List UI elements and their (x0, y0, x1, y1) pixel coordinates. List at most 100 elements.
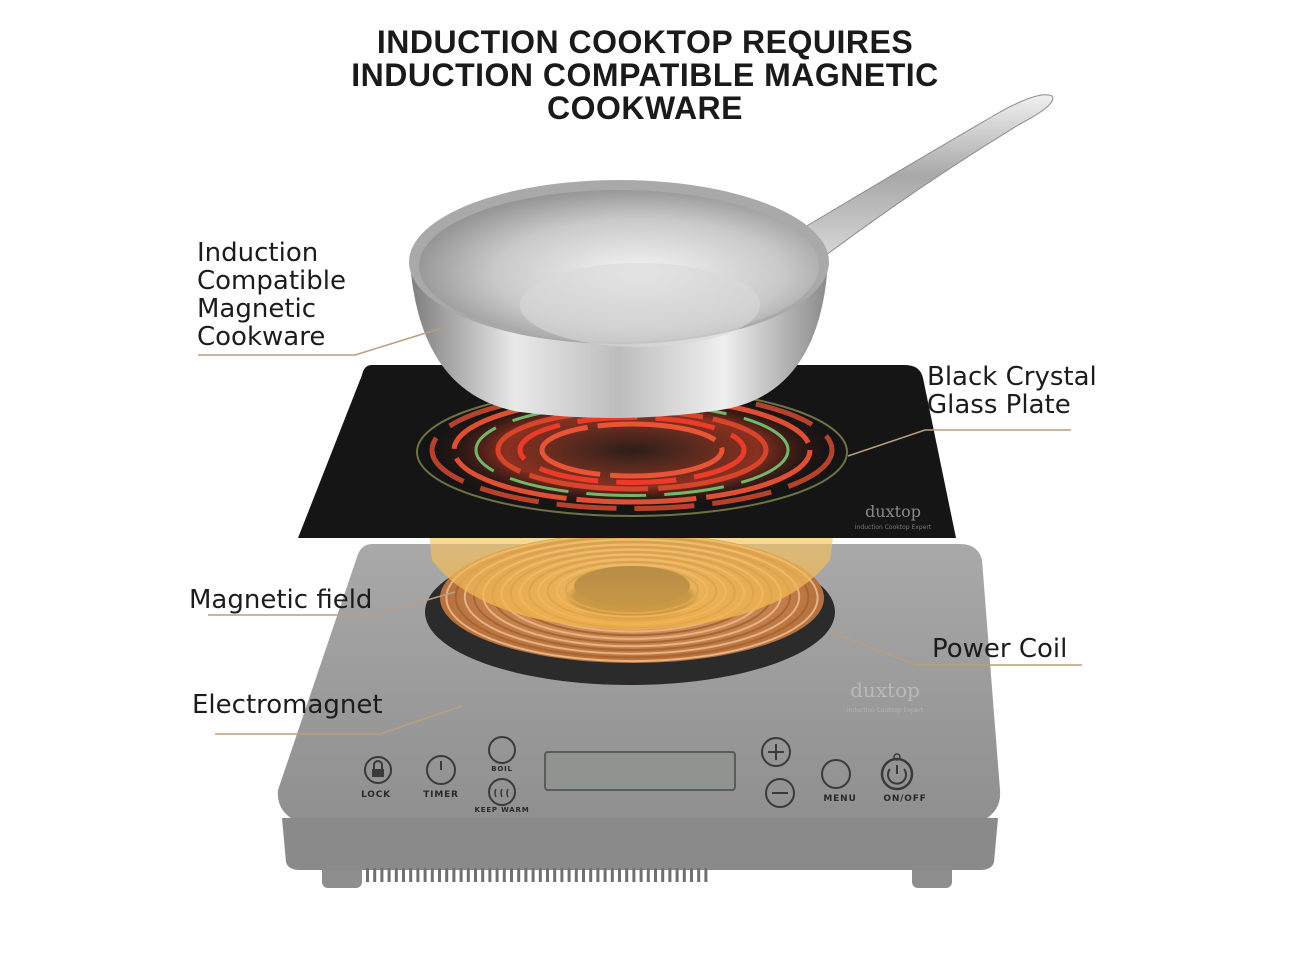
base-logo: duxtop (850, 678, 920, 702)
vent-slot (697, 868, 701, 882)
control-panel: LOCK TIMER BOIL KEEP WARM (361, 736, 927, 814)
plus-icon (761, 737, 791, 767)
vent-slot (682, 868, 686, 882)
vent-slot (524, 868, 528, 882)
cookware-label-line: Induction (197, 238, 319, 268)
vent-slot (416, 868, 420, 882)
glass-plate: duxtop Induction Cooktop Expert (298, 365, 956, 538)
cookware-label: Induction Compatible Magnetic Cookware (197, 239, 346, 351)
cookware-label-line: Magnetic (197, 294, 317, 324)
base-front-edge (282, 818, 998, 870)
pan-bottom (520, 263, 760, 347)
boil-label: BOIL (491, 765, 513, 773)
vent-slot (394, 868, 398, 882)
power-button[interactable]: ON/OFF (880, 753, 927, 804)
power-coil-label: Power Coil (932, 634, 1068, 664)
title-line: INDUCTION COMPATIBLE MAGNETIC (351, 57, 939, 93)
title-line: INDUCTION COOKTOP REQUIRES (376, 24, 914, 60)
vent-slot (668, 868, 672, 882)
vent-slots (366, 868, 708, 882)
vent-slot (574, 868, 578, 882)
vent-slot (646, 868, 650, 882)
timer-icon (426, 755, 456, 785)
vent-slot (531, 868, 535, 882)
cookware-label-line: Cookware (197, 322, 326, 352)
vent-slot (546, 868, 549, 882)
plus-icon-glyph (768, 744, 784, 760)
magnetic-field-leader (208, 591, 456, 616)
lock-icon-shackle (373, 760, 383, 769)
menu-button[interactable]: MENU (821, 759, 857, 804)
lock-button[interactable]: LOCK (361, 756, 392, 800)
vent-slot (596, 868, 600, 882)
vent-slot (409, 868, 413, 882)
vent-slot (704, 868, 708, 882)
minus-button[interactable] (765, 778, 795, 808)
vent-slot (567, 868, 571, 882)
cookware-leader (198, 327, 443, 356)
magnetic-field-label: Magnetic field (189, 585, 373, 615)
vent-slot (459, 868, 463, 882)
vent-slot (589, 868, 593, 882)
vent-slot (502, 868, 506, 882)
lock-label: LOCK (361, 790, 391, 800)
boil-icon (488, 736, 516, 764)
vent-slot (639, 868, 643, 882)
vent-slot (610, 868, 614, 882)
boil-button[interactable]: BOIL (488, 736, 516, 773)
glass-plate-label: Black Crystal Glass Plate (927, 363, 1097, 419)
vent-slot (675, 868, 679, 882)
base-tagline: Induction Cooktop Expert (847, 707, 924, 714)
vent-slot (618, 868, 621, 882)
vent-slot (380, 868, 384, 882)
vent-slot (430, 868, 434, 882)
electromagnet-leader (215, 705, 463, 735)
vent-slot (603, 868, 607, 882)
power-icon-glyph (887, 765, 907, 785)
menu-label: MENU (823, 794, 856, 804)
vent-slot (495, 868, 499, 882)
vent-slot (402, 868, 405, 882)
plate-tagline: Induction Cooktop Expert (855, 524, 932, 531)
page-title: INDUCTION COOKTOP REQUIRES INDUCTION COM… (0, 26, 1290, 125)
vent-slot (488, 868, 492, 882)
plate-logo: duxtop (865, 502, 921, 521)
vent-slot (632, 868, 636, 882)
glass-plate-label-line: Black Crystal (927, 362, 1097, 392)
vent-slot (690, 868, 693, 882)
vent-slot (625, 868, 629, 882)
keep-warm-icon (488, 778, 516, 806)
lcd-display (544, 751, 736, 791)
burner-glow (420, 388, 844, 512)
burner-ring (539, 421, 725, 479)
vent-slot (438, 868, 441, 882)
vent-slot (366, 868, 369, 882)
vent-slot (517, 868, 521, 882)
keep-warm-label: KEEP WARM (475, 806, 530, 814)
vent-slot (387, 868, 391, 882)
vent-slot (661, 868, 665, 882)
vent-slot (423, 868, 427, 882)
vent-slot (582, 868, 585, 882)
electromagnet-label: Electromagnet (192, 690, 383, 720)
vent-slot (560, 868, 564, 882)
plus-button[interactable] (761, 737, 791, 767)
vent-slot (445, 868, 449, 882)
vent-slot (466, 868, 470, 882)
vent-slot (654, 868, 657, 882)
cookware-label-line: Compatible (197, 266, 346, 296)
leader-lines (198, 327, 1082, 735)
timer-label: TIMER (423, 790, 459, 800)
vent-slot (481, 868, 485, 882)
steam-icon (494, 788, 509, 798)
vent-slot (510, 868, 513, 882)
frying-pan (409, 94, 1054, 419)
menu-icon (821, 759, 851, 789)
timer-button[interactable]: TIMER (423, 755, 459, 800)
glass-plate-label-line: Glass Plate (927, 390, 1071, 420)
power-coil-leader (831, 631, 1082, 666)
lock-icon-body (372, 769, 384, 777)
keep-warm-button[interactable]: KEEP WARM (475, 778, 530, 814)
